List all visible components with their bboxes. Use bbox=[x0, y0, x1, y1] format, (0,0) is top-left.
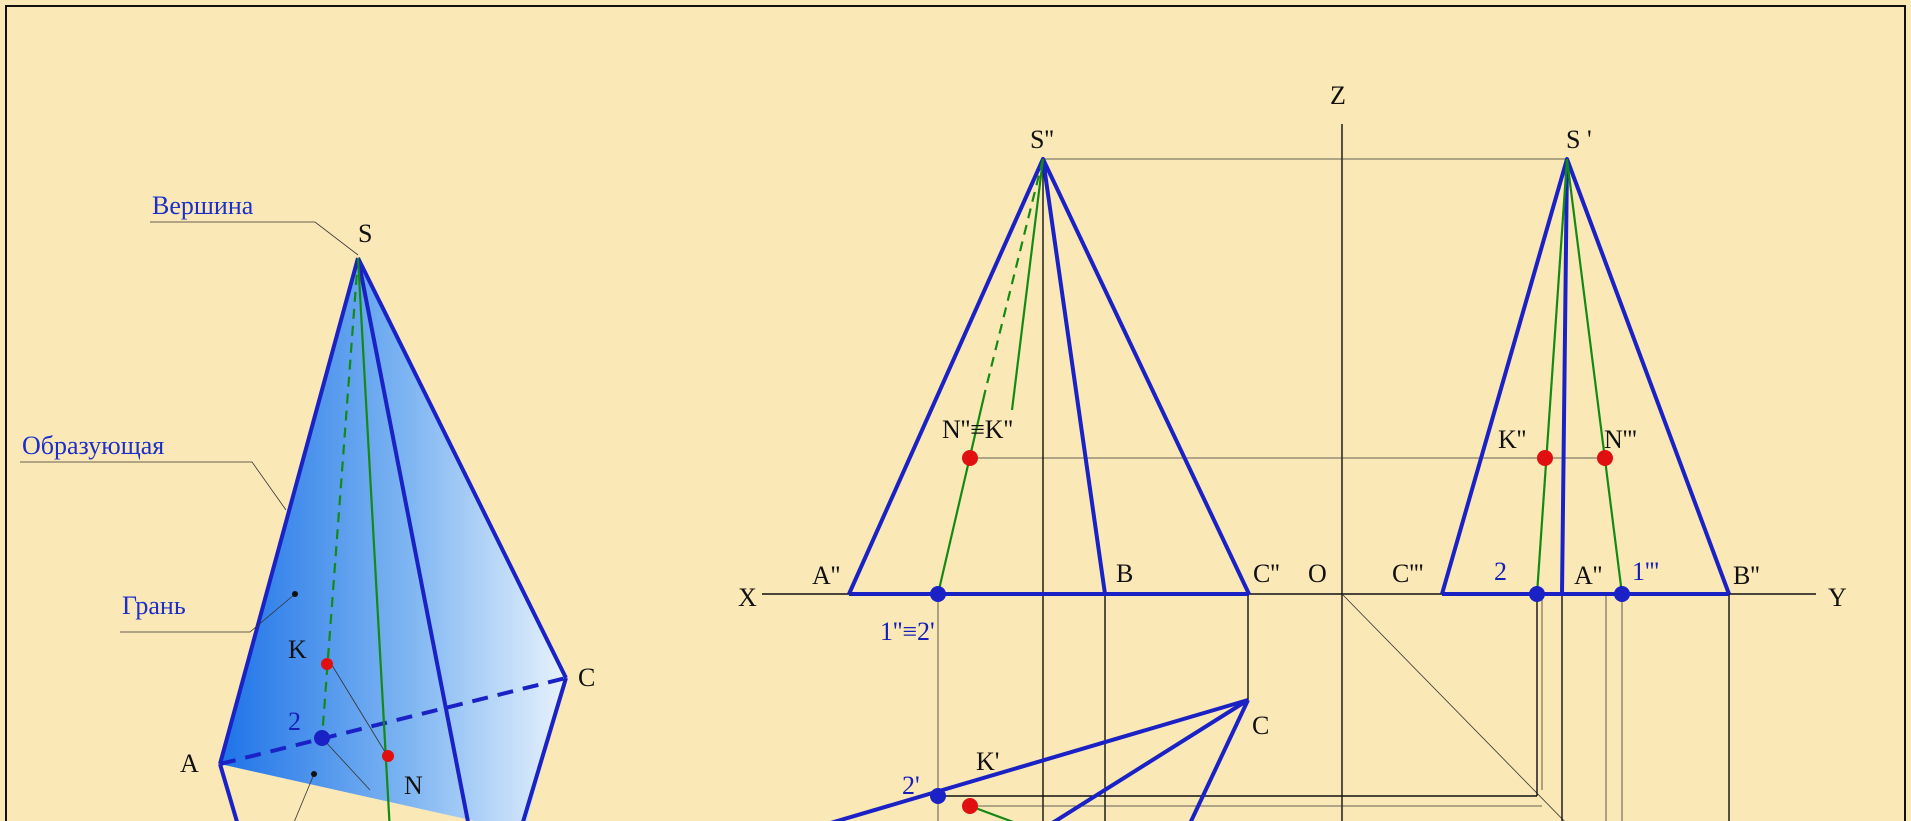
hidden-edge-AC bbox=[219, 676, 567, 766]
label-1-3: 1''' bbox=[1632, 557, 1659, 586]
face-marker-2 bbox=[311, 771, 317, 777]
label-N: N bbox=[404, 771, 423, 800]
construction-line bbox=[321, 737, 371, 791]
front-outline bbox=[847, 157, 1251, 595]
label-top-2: 2' bbox=[902, 771, 920, 800]
label-A3: A'' bbox=[1574, 561, 1602, 590]
front-generatrix-dashed bbox=[983, 158, 1045, 393]
label-top-K: K' bbox=[976, 747, 999, 776]
front-point-NK bbox=[962, 450, 978, 466]
front-generatrix bbox=[936, 391, 987, 595]
label-S: S bbox=[358, 219, 372, 248]
face-marker bbox=[292, 591, 298, 597]
label-C: C bbox=[578, 663, 595, 692]
leader-face-2 bbox=[294, 773, 315, 821]
edge-SC bbox=[356, 257, 568, 679]
edge-SB bbox=[356, 257, 470, 821]
label-NK: N''≡K'' bbox=[942, 415, 1013, 444]
vertex-caption: Вершина bbox=[152, 191, 254, 220]
axis-label-X: X bbox=[738, 583, 757, 612]
top-edge-CB bbox=[1188, 699, 1250, 821]
construction-line bbox=[329, 661, 391, 761]
label-B3: B'' bbox=[1733, 561, 1760, 590]
label-S2: S'' bbox=[1030, 125, 1054, 154]
isometric-pyramid: Вершина Образующая Грань S A C K N 2 bbox=[20, 191, 595, 821]
leader-vertex bbox=[150, 221, 359, 256]
label-A2: A'' bbox=[812, 561, 840, 590]
side-point-2 bbox=[1529, 586, 1545, 602]
side-outline bbox=[1440, 157, 1731, 595]
edge-CB bbox=[521, 677, 568, 821]
generatrix-caption: Образующая bbox=[22, 431, 164, 460]
side-generatrix-2 bbox=[1535, 158, 1569, 595]
leader-generatrix bbox=[20, 461, 287, 511]
point-N bbox=[382, 750, 394, 762]
orthographic-projections: Z X Y O S'' A'' B C'' N''≡K'' 1''≡2' bbox=[738, 81, 1847, 821]
side-edge-SA bbox=[1560, 158, 1569, 595]
hidden-generatrix-S2 bbox=[320, 257, 360, 739]
label-B: B bbox=[1116, 559, 1133, 588]
label-S1: S ' bbox=[1566, 125, 1592, 154]
front-edge-SB bbox=[1041, 158, 1107, 595]
side-point-1 bbox=[1614, 586, 1630, 602]
front-generatrix-2 bbox=[1010, 158, 1045, 411]
edge-SA bbox=[218, 257, 360, 765]
top-point-2 bbox=[930, 788, 946, 804]
side-generatrix-1 bbox=[1565, 158, 1624, 595]
frame-border bbox=[5, 5, 1906, 821]
label-A: A bbox=[180, 749, 199, 778]
label-K3: K'' bbox=[1498, 425, 1526, 454]
label-2: 2 bbox=[288, 707, 301, 736]
top-edge-CS bbox=[1051, 698, 1250, 821]
top-generatrix bbox=[969, 804, 1014, 821]
axis-label-Z: Z bbox=[1330, 81, 1346, 110]
axis-45-line bbox=[1341, 593, 1565, 821]
leader-face bbox=[120, 593, 296, 633]
generatrix-SN bbox=[356, 257, 391, 821]
origin-label-O: O bbox=[1308, 559, 1327, 588]
label-top-C: C bbox=[1252, 711, 1269, 740]
side-point-N bbox=[1597, 450, 1613, 466]
top-edge-AC bbox=[830, 698, 1249, 821]
edge-base-front bbox=[218, 763, 239, 821]
pyramid-body bbox=[220, 258, 566, 821]
front-point-12 bbox=[930, 586, 946, 602]
label-K: K bbox=[288, 635, 307, 664]
top-point-K bbox=[962, 798, 978, 814]
side-point-K bbox=[1537, 450, 1553, 466]
label-C3: C''' bbox=[1392, 559, 1423, 588]
label-C2: C'' bbox=[1253, 559, 1280, 588]
label-side-2: 2 bbox=[1494, 557, 1507, 586]
point-K bbox=[321, 658, 333, 670]
label-12: 1''≡2' bbox=[880, 617, 935, 646]
point-2 bbox=[314, 730, 330, 746]
face-caption: Грань bbox=[122, 591, 186, 620]
axis-label-Y: Y bbox=[1828, 583, 1847, 612]
label-N3: N''' bbox=[1604, 425, 1637, 454]
